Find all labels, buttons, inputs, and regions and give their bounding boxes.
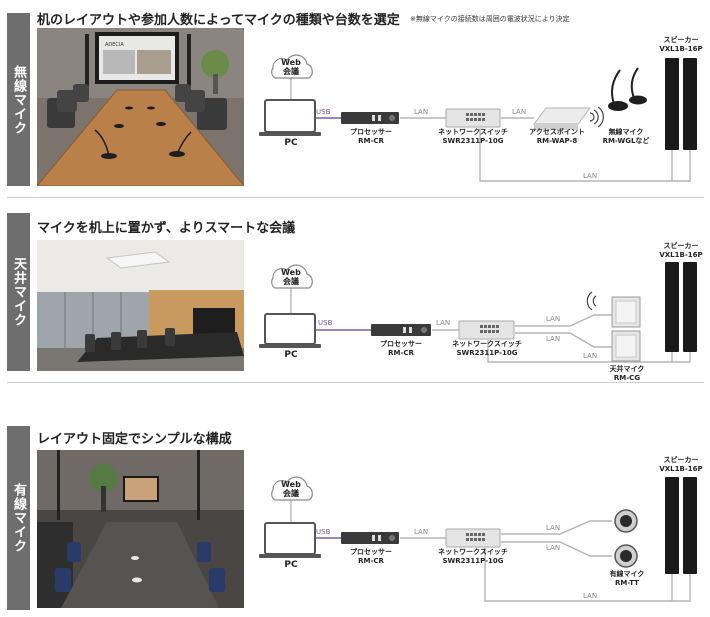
lan-label: LAN [546, 315, 561, 323]
pc-label: PC [284, 138, 298, 148]
usb-label: USB [316, 528, 331, 536]
section-separator [7, 382, 704, 383]
processor-device [341, 532, 399, 544]
wireless-mic-icon [608, 67, 647, 111]
section-heading-wireless: 机のレイアウトや参加人数によってマイクの種類や台数を選定 [37, 13, 400, 28]
lan-label: LAN [546, 544, 561, 552]
lan-cable-mic [515, 314, 612, 327]
processor-device [341, 112, 399, 124]
lan-cable-mic [515, 332, 612, 348]
pc-laptop-icon [259, 313, 321, 348]
section-separator [7, 197, 704, 198]
usb-label: USB [318, 319, 333, 327]
lan-cable-speaker [484, 548, 691, 602]
speaker-column-icon [665, 262, 697, 352]
pc-label: PC [284, 350, 298, 360]
network-switch-device [445, 108, 501, 128]
lan-label: LAN [583, 352, 598, 360]
lan-label: LAN [414, 108, 429, 116]
lan-label: LAN [546, 335, 561, 343]
ceiling-mic-icon [611, 296, 641, 362]
lan-label: LAN [583, 592, 598, 600]
lan-cable-mic [501, 541, 612, 557]
section-heading-wired: レイアウト固定でシンプルな構成 [37, 432, 232, 447]
network-switch-device [458, 320, 515, 340]
network-switch-device [445, 528, 501, 548]
ceiling-room-photo [37, 240, 244, 371]
ceiling-wave-icon [586, 291, 597, 311]
section-tab-wireless: 無線マイク [7, 13, 30, 186]
access-point-device [533, 107, 591, 130]
processor-device [371, 324, 431, 336]
speaker-column-icon [665, 58, 697, 150]
pc-label: PC [284, 560, 298, 570]
wireless-note: ※無線マイクの接続数は周囲の電波状況により決定 [410, 15, 570, 23]
lan-cable-speaker [479, 128, 691, 182]
speaker-column-icon [665, 477, 697, 574]
lan-label: LAN [546, 524, 561, 532]
lan-label: LAN [512, 108, 527, 116]
lan-cable-mic [501, 520, 612, 535]
lan-label: LAN [414, 528, 429, 536]
lan-cable-speaker [487, 340, 691, 363]
section-tab-ceiling: 天井マイク [7, 213, 30, 371]
section-tab-wired: 有線マイク [7, 426, 30, 610]
svg-text:ADECIA: ADECIA [105, 42, 124, 48]
wireless-signal-icon [589, 106, 604, 128]
usb-label: USB [316, 108, 331, 116]
lan-label: LAN [583, 172, 598, 180]
wireless-room-photo: ADECIA [37, 28, 244, 186]
pc-laptop-icon [259, 522, 321, 558]
wired-mic-icon [614, 509, 638, 568]
pc-laptop-icon [259, 99, 321, 136]
lan-label: LAN [436, 319, 451, 327]
section-heading-ceiling: マイクを机上に置かず、よりスマートな会議 [37, 221, 296, 236]
wired-room-photo [37, 450, 244, 608]
